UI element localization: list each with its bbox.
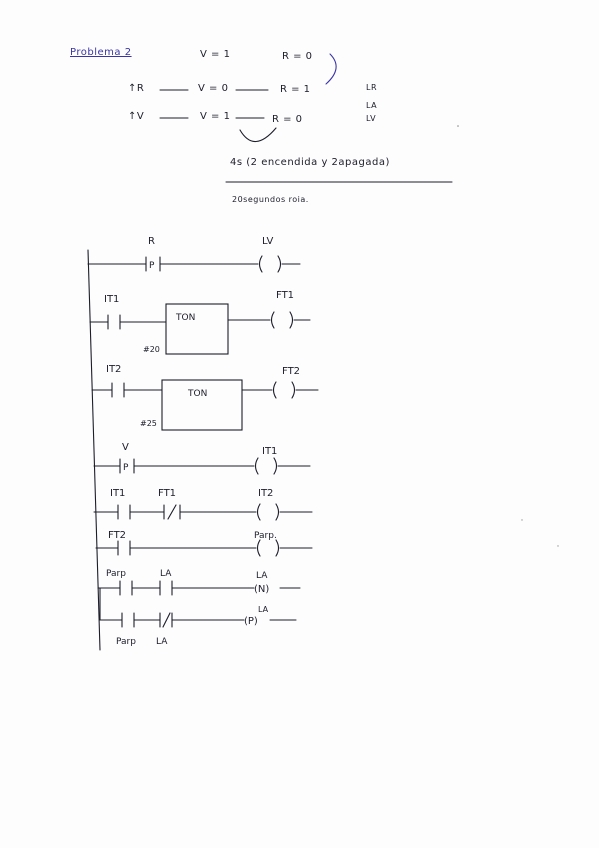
scan-speck xyxy=(557,545,559,547)
rung6-contact-label: FT2 xyxy=(108,530,126,541)
rung-6 xyxy=(95,539,313,557)
left-power-rail xyxy=(87,249,101,651)
timer1-name: TON xyxy=(175,313,195,323)
rung3-contact-label: IT2 xyxy=(106,364,121,375)
duration-note: 20segundos roia. xyxy=(232,195,309,204)
rung8-coil-symbol: (P) xyxy=(244,616,258,627)
rung7-coil-label: LA xyxy=(256,571,268,581)
transition-output-lr: LR xyxy=(366,83,378,92)
rung-5 xyxy=(93,503,313,521)
rung-3 xyxy=(91,379,319,431)
state-r0: R = 0 xyxy=(282,51,313,62)
transition-v0: V = 0 xyxy=(198,83,229,94)
rung4-coil-label: IT1 xyxy=(262,446,277,457)
rung8-contact1-label: Parp xyxy=(116,637,136,647)
transition-output-la: LA xyxy=(366,101,378,110)
timer2-name: TON xyxy=(187,389,207,399)
rung-1 xyxy=(87,255,301,273)
rung4-contact-label: V xyxy=(122,442,129,453)
rung1-coil-label: LV xyxy=(262,236,273,247)
rung5-contact1-label: IT1 xyxy=(110,488,125,499)
blink-note: 4s (2 encendida y 2apagada) xyxy=(230,157,390,168)
rung7-contact2-label: LA xyxy=(160,569,172,579)
rung2-coil-label: FT1 xyxy=(276,290,294,301)
scan-speck xyxy=(457,125,459,127)
pulse-contact-r-mark: P xyxy=(149,261,155,271)
transition-output-lv: LV xyxy=(366,114,377,123)
rung-7 xyxy=(97,580,301,596)
state-v1: V = 1 xyxy=(200,49,231,60)
rung3-coil-label: FT2 xyxy=(282,366,300,377)
timer2-preset: #25 xyxy=(140,419,157,428)
rung7-coil-symbol: (N) xyxy=(254,584,269,595)
transition-r0: R = 0 xyxy=(272,114,303,125)
transition-r1: R = 1 xyxy=(280,84,311,95)
pulse-contact-v-mark: P xyxy=(123,463,129,473)
transition-v1: V = 1 xyxy=(200,111,231,122)
scan-speck xyxy=(521,519,523,521)
rung-4 xyxy=(93,457,311,475)
rung-2 xyxy=(89,303,311,355)
transition-input-r: ↑R xyxy=(128,83,145,94)
rung2-contact-label: IT1 xyxy=(104,294,119,305)
rung1-contact-label: R xyxy=(148,236,155,247)
rung8-contact2-label: LA xyxy=(156,637,168,647)
transition-input-v: ↑V xyxy=(128,111,145,122)
timer1-preset: #20 xyxy=(143,345,160,354)
problem-title: Problema 2 xyxy=(70,47,132,58)
rung5-contact2-label: FT1 xyxy=(158,488,176,499)
loop-arrow xyxy=(239,127,277,143)
rung7-contact1-label: Parp xyxy=(106,569,126,579)
rung5-coil-label: IT2 xyxy=(258,488,273,499)
rung-8 xyxy=(99,587,297,628)
rung8-coil-label: LA xyxy=(258,605,269,614)
state-return-arrow xyxy=(325,53,337,85)
rung6-coil-label: Parp. xyxy=(254,531,277,541)
